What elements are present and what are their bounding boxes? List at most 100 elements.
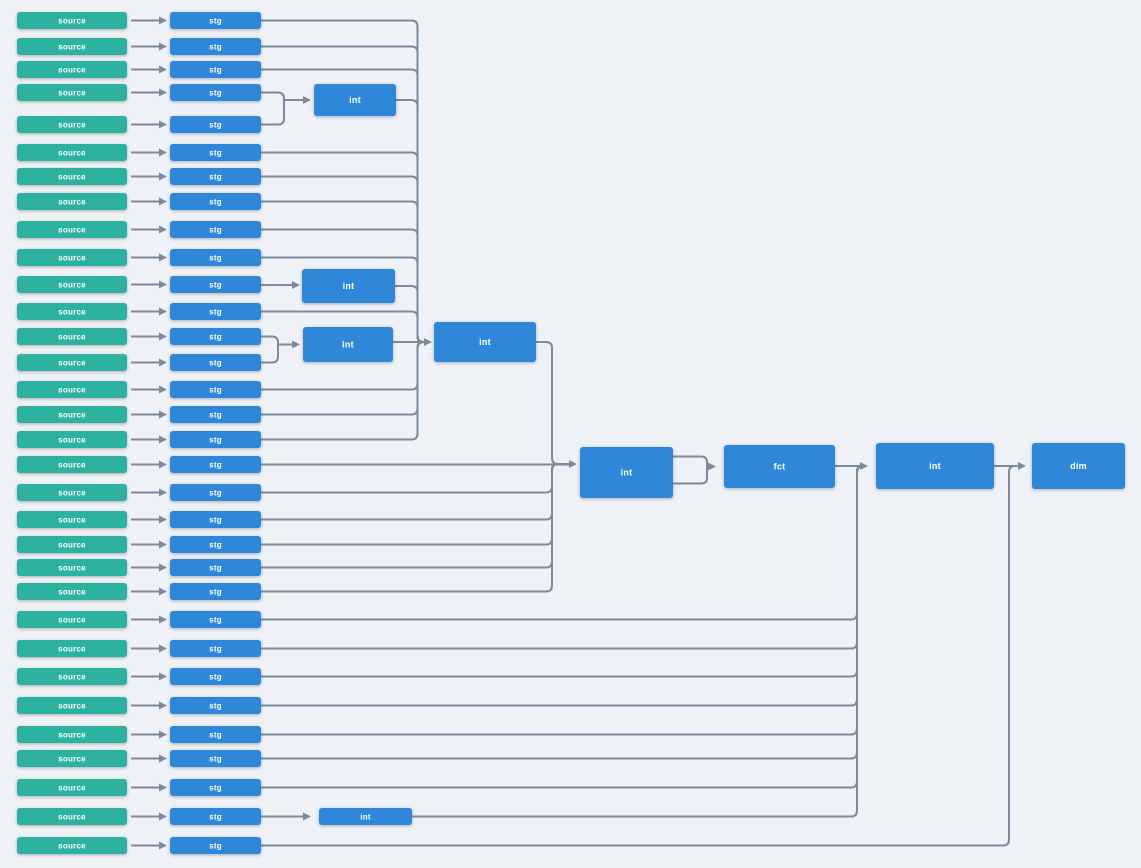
node-stg-box[interactable] xyxy=(170,668,261,685)
node-source[interactable]: source xyxy=(17,559,127,576)
node-source-box[interactable] xyxy=(17,328,127,345)
node-stg[interactable]: stg xyxy=(170,221,261,238)
node-stg[interactable]: stg xyxy=(170,559,261,576)
node-source[interactable]: source xyxy=(17,328,127,345)
node-int-box[interactable] xyxy=(302,269,395,303)
node-int[interactable]: int xyxy=(302,269,395,303)
node-source-box[interactable] xyxy=(17,697,127,714)
node-source[interactable]: source xyxy=(17,303,127,320)
node-dim-box[interactable] xyxy=(1032,443,1125,489)
node-source-box[interactable] xyxy=(17,837,127,854)
node-stg-box[interactable] xyxy=(170,168,261,185)
node-source-box[interactable] xyxy=(17,38,127,55)
node-source-box[interactable] xyxy=(17,668,127,685)
node-source-box[interactable] xyxy=(17,456,127,473)
node-int[interactable]: int xyxy=(319,808,412,825)
node-stg[interactable]: stg xyxy=(170,381,261,398)
node-stg[interactable]: stg xyxy=(170,456,261,473)
node-source[interactable]: source xyxy=(17,668,127,685)
node-source-box[interactable] xyxy=(17,276,127,293)
node-stg-box[interactable] xyxy=(170,144,261,161)
node-stg-box[interactable] xyxy=(170,249,261,266)
node-int[interactable]: int xyxy=(314,84,396,116)
node-int-box[interactable] xyxy=(319,808,412,825)
node-stg[interactable]: stg xyxy=(170,354,261,371)
node-source[interactable]: source xyxy=(17,456,127,473)
node-source[interactable]: source xyxy=(17,381,127,398)
node-source-box[interactable] xyxy=(17,61,127,78)
node-source-box[interactable] xyxy=(17,354,127,371)
node-stg[interactable]: stg xyxy=(170,12,261,29)
node-source-box[interactable] xyxy=(17,726,127,743)
node-stg-box[interactable] xyxy=(170,779,261,796)
node-stg-box[interactable] xyxy=(170,221,261,238)
node-source-box[interactable] xyxy=(17,144,127,161)
node-stg[interactable]: stg xyxy=(170,640,261,657)
node-source-box[interactable] xyxy=(17,484,127,501)
node-source[interactable]: source xyxy=(17,808,127,825)
node-source[interactable]: source xyxy=(17,61,127,78)
node-source[interactable]: source xyxy=(17,431,127,448)
node-source-box[interactable] xyxy=(17,116,127,133)
node-int-box[interactable] xyxy=(303,327,393,362)
node-source-box[interactable] xyxy=(17,303,127,320)
node-stg-box[interactable] xyxy=(170,750,261,767)
node-source-box[interactable] xyxy=(17,249,127,266)
node-source[interactable]: source xyxy=(17,511,127,528)
node-source[interactable]: source xyxy=(17,611,127,628)
node-stg[interactable]: stg xyxy=(170,611,261,628)
node-stg[interactable]: stg xyxy=(170,249,261,266)
node-stg-box[interactable] xyxy=(170,456,261,473)
node-stg-box[interactable] xyxy=(170,12,261,29)
node-source[interactable]: source xyxy=(17,837,127,854)
node-stg[interactable]: stg xyxy=(170,144,261,161)
node-stg[interactable]: stg xyxy=(170,303,261,320)
node-source-box[interactable] xyxy=(17,193,127,210)
node-source[interactable]: source xyxy=(17,726,127,743)
node-stg-box[interactable] xyxy=(170,303,261,320)
node-stg[interactable]: stg xyxy=(170,276,261,293)
node-stg-box[interactable] xyxy=(170,536,261,553)
node-stg-box[interactable] xyxy=(170,406,261,423)
node-stg[interactable]: stg xyxy=(170,726,261,743)
node-stg-box[interactable] xyxy=(170,381,261,398)
node-source[interactable]: source xyxy=(17,38,127,55)
node-stg[interactable]: stg xyxy=(170,38,261,55)
node-stg[interactable]: stg xyxy=(170,808,261,825)
node-int-box[interactable] xyxy=(876,443,994,489)
node-stg-box[interactable] xyxy=(170,193,261,210)
node-source-box[interactable] xyxy=(17,583,127,600)
node-source-box[interactable] xyxy=(17,536,127,553)
node-stg[interactable]: stg xyxy=(170,116,261,133)
node-stg-box[interactable] xyxy=(170,354,261,371)
node-int-box[interactable] xyxy=(314,84,396,116)
node-stg[interactable]: stg xyxy=(170,536,261,553)
node-dim[interactable]: dim xyxy=(1032,443,1125,489)
node-stg-box[interactable] xyxy=(170,808,261,825)
node-stg[interactable]: stg xyxy=(170,511,261,528)
node-source[interactable]: source xyxy=(17,354,127,371)
node-stg[interactable]: stg xyxy=(170,697,261,714)
node-source-box[interactable] xyxy=(17,12,127,29)
node-stg[interactable]: stg xyxy=(170,583,261,600)
node-stg[interactable]: stg xyxy=(170,61,261,78)
node-stg-box[interactable] xyxy=(170,84,261,101)
node-source[interactable]: source xyxy=(17,221,127,238)
node-stg-box[interactable] xyxy=(170,484,261,501)
node-stg[interactable]: stg xyxy=(170,328,261,345)
node-stg-box[interactable] xyxy=(170,837,261,854)
node-int[interactable]: int xyxy=(580,447,673,498)
node-source[interactable]: source xyxy=(17,484,127,501)
node-source-box[interactable] xyxy=(17,406,127,423)
node-int-box[interactable] xyxy=(580,447,673,498)
node-stg-box[interactable] xyxy=(170,511,261,528)
node-source[interactable]: source xyxy=(17,697,127,714)
node-source-box[interactable] xyxy=(17,381,127,398)
node-stg-box[interactable] xyxy=(170,640,261,657)
node-stg[interactable]: stg xyxy=(170,431,261,448)
node-source[interactable]: source xyxy=(17,536,127,553)
node-source[interactable]: source xyxy=(17,193,127,210)
node-stg-box[interactable] xyxy=(170,328,261,345)
node-source-box[interactable] xyxy=(17,221,127,238)
node-stg-box[interactable] xyxy=(170,583,261,600)
